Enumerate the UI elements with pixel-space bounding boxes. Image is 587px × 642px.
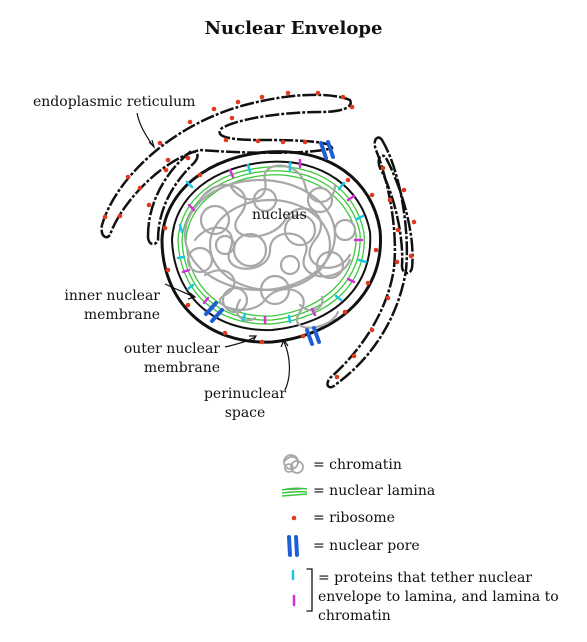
- diagram-title: Nuclear Envelope: [204, 18, 383, 39]
- inner-membrane-label-line2: membrane: [83, 307, 160, 323]
- label-arrows: [136, 112, 290, 391]
- endoplasmic-reticulum: [100, 93, 414, 389]
- chromatin: [183, 164, 357, 329]
- perinuclear-label: perinuclear space: [200, 385, 290, 423]
- nucleus-label: nucleus: [252, 207, 307, 223]
- perinuclear-label-line2: space: [224, 405, 266, 421]
- outer-nuclear-membrane: [160, 150, 382, 344]
- ribosome-icon: [291, 515, 297, 521]
- outer-membrane-label: outer nuclear membrane: [100, 340, 220, 378]
- lamina-icon: [281, 487, 308, 497]
- pore-icon: [287, 535, 299, 557]
- inner-nuclear-membrane: [170, 160, 372, 332]
- er-top-tube: [100, 93, 352, 239]
- er-ribosomes: [102, 90, 417, 380]
- legend-chromatin: = chromatin: [313, 457, 402, 473]
- legend-tether-line2: envelope to lamina, and lamina to: [318, 589, 559, 605]
- envelope-ribosomes: [162, 172, 379, 345]
- legend-tether: = proteins that tether nuclear envelope …: [318, 569, 559, 626]
- perinuclear-label-line1: perinuclear: [203, 386, 287, 402]
- tether-proteins-magenta: [181, 158, 364, 325]
- legend-pore: = nuclear pore: [313, 538, 420, 554]
- tether-icon: [291, 568, 313, 612]
- er-right-tube: [326, 136, 409, 389]
- er-label: endoplasmic reticulum: [33, 94, 196, 110]
- outer-membrane-label-line2: membrane: [143, 360, 220, 376]
- chromatin-icon: [283, 454, 304, 474]
- er-left-tube: [146, 150, 199, 246]
- tether-proteins-cyan: [176, 161, 368, 324]
- inner-membrane-label: inner nuclear membrane: [40, 287, 160, 325]
- legend-tether-line1: = proteins that tether nuclear: [318, 570, 533, 586]
- inner-membrane-label-line1: inner nuclear: [64, 288, 160, 304]
- er-right-small-tube: [377, 154, 414, 275]
- legend-tether-line3: chromatin: [318, 608, 391, 624]
- nuclear-pores: [204, 140, 335, 346]
- legend-lamina: = nuclear lamina: [313, 483, 436, 499]
- outer-membrane-label-line1: outer nuclear: [123, 341, 220, 357]
- legend-ribosome: = ribosome: [313, 510, 395, 526]
